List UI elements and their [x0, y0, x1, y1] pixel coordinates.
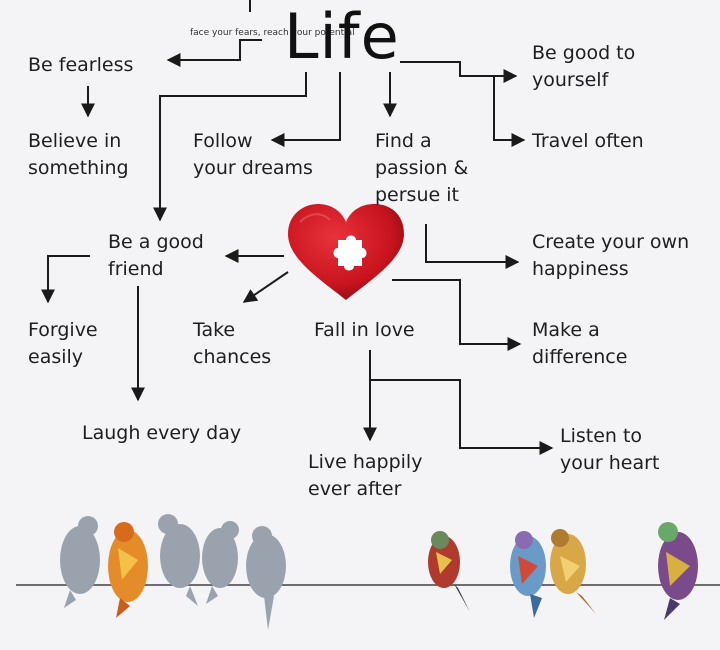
node-create-line-2: happiness — [532, 258, 629, 280]
node-chances-line-1: Take — [193, 319, 236, 341]
connector-be-fearless — [166, 39, 262, 67]
connector-travel — [493, 76, 526, 147]
node-chances-line-2: chances — [193, 346, 272, 368]
node-difference-line-2: difference — [532, 346, 628, 368]
node-happily-line-1: Live happily — [308, 451, 423, 473]
node-be-fearless: Be fearless — [28, 54, 134, 76]
connector-create — [425, 224, 520, 269]
tagline: face your fears, reach your potential — [190, 28, 355, 38]
node-passion-line-1: Find a — [375, 130, 432, 152]
node-create-line-1: Create your own — [532, 231, 690, 253]
node-passion-line-3: persue it — [375, 184, 459, 206]
node-believe-line-2: something — [28, 157, 129, 179]
node-believe-line-1: Believe in — [28, 130, 122, 152]
connector-good-to-yourself — [400, 61, 518, 83]
node-happily-line-2: ever after — [308, 478, 402, 500]
node-good-to-yourself-line-1: Be good to — [532, 42, 636, 64]
node-difference-line-1: Make a — [532, 319, 600, 341]
connector-forgive — [41, 255, 90, 304]
connector-friend — [153, 72, 307, 222]
diagram-title: Life — [284, 0, 400, 73]
node-laugh-every-day: Laugh every day — [82, 422, 242, 444]
node-friend-line-1: Be a good — [108, 231, 204, 253]
node-friend-line-2: friend — [108, 258, 164, 280]
birds-on-wire-illustration — [16, 514, 720, 630]
connector-difference — [392, 279, 522, 351]
node-forgive-line-2: easily — [28, 346, 84, 368]
connector-listen — [370, 379, 554, 455]
connector-follow — [270, 72, 341, 147]
heart-with-puzzle-piece-icon — [288, 204, 404, 300]
connector-chances — [242, 271, 289, 303]
node-good-to-yourself-line-2: yourself — [532, 69, 609, 91]
node-travel-often: Travel often — [532, 130, 644, 152]
node-passion-line-2: passion & — [375, 157, 469, 179]
node-fall-in-love: Fall in love — [314, 319, 415, 341]
node-listen-line-1: Listen to — [560, 425, 643, 447]
node-listen-line-2: your heart — [560, 452, 660, 474]
node-follow-line-2: your dreams — [193, 157, 313, 179]
node-forgive-line-1: Forgive — [28, 319, 98, 341]
node-follow-line-1: Follow — [193, 130, 253, 152]
